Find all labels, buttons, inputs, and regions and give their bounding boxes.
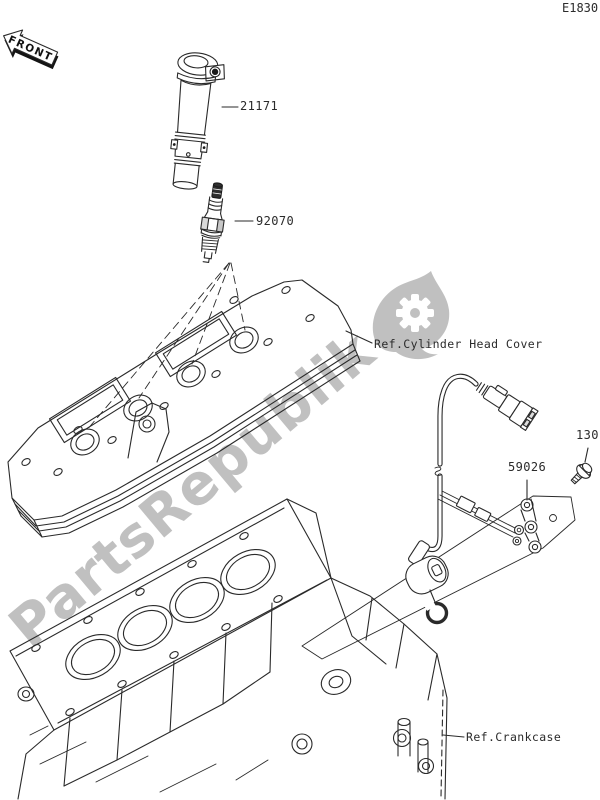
diagram-code: E1830 <box>562 1 599 15</box>
front-arrow: FRONT <box>3 29 59 70</box>
harness-drawing <box>405 373 542 625</box>
leader-bolt <box>584 447 589 463</box>
harness-ribbon <box>437 490 525 546</box>
harness-wire <box>421 373 479 553</box>
part-label-spark-plug[interactable]: 92070 <box>256 214 295 228</box>
sensor-bracket <box>520 498 542 554</box>
sensor-boot <box>408 540 430 566</box>
spark-plug-drawing <box>200 182 225 263</box>
crankcase-drawing <box>9 498 448 800</box>
gear-icon <box>396 294 434 332</box>
ref-label-cylinder-head-cover[interactable]: Ref.Cylinder Head Cover <box>374 337 543 351</box>
watermark: PartsRepublik <box>0 271 450 661</box>
watermark-text: PartsRepublik <box>0 318 388 661</box>
harness-connector <box>475 382 539 431</box>
clip-wire <box>429 589 436 603</box>
ignition-coil-drawing <box>170 52 225 190</box>
part-label-harness-sensor[interactable]: 59026 <box>508 460 547 474</box>
watermark-logo <box>372 271 450 360</box>
pickup-sensor <box>405 555 449 595</box>
bolt-drawing <box>570 462 593 485</box>
leader-head-cover <box>345 330 373 344</box>
part-label-ignition-coil[interactable]: 21171 <box>240 99 279 113</box>
plug-position-lines <box>85 262 246 432</box>
part-label-bolt[interactable]: 130 <box>576 428 599 442</box>
cylinder-head-cover-drawing <box>7 279 361 538</box>
ref-label-crankcase[interactable]: Ref.Crankcase <box>466 730 562 744</box>
leader-lines <box>221 106 589 738</box>
wire-clip <box>422 598 449 625</box>
leader-crankcase <box>442 734 465 738</box>
mount-projection-panel <box>301 495 576 660</box>
